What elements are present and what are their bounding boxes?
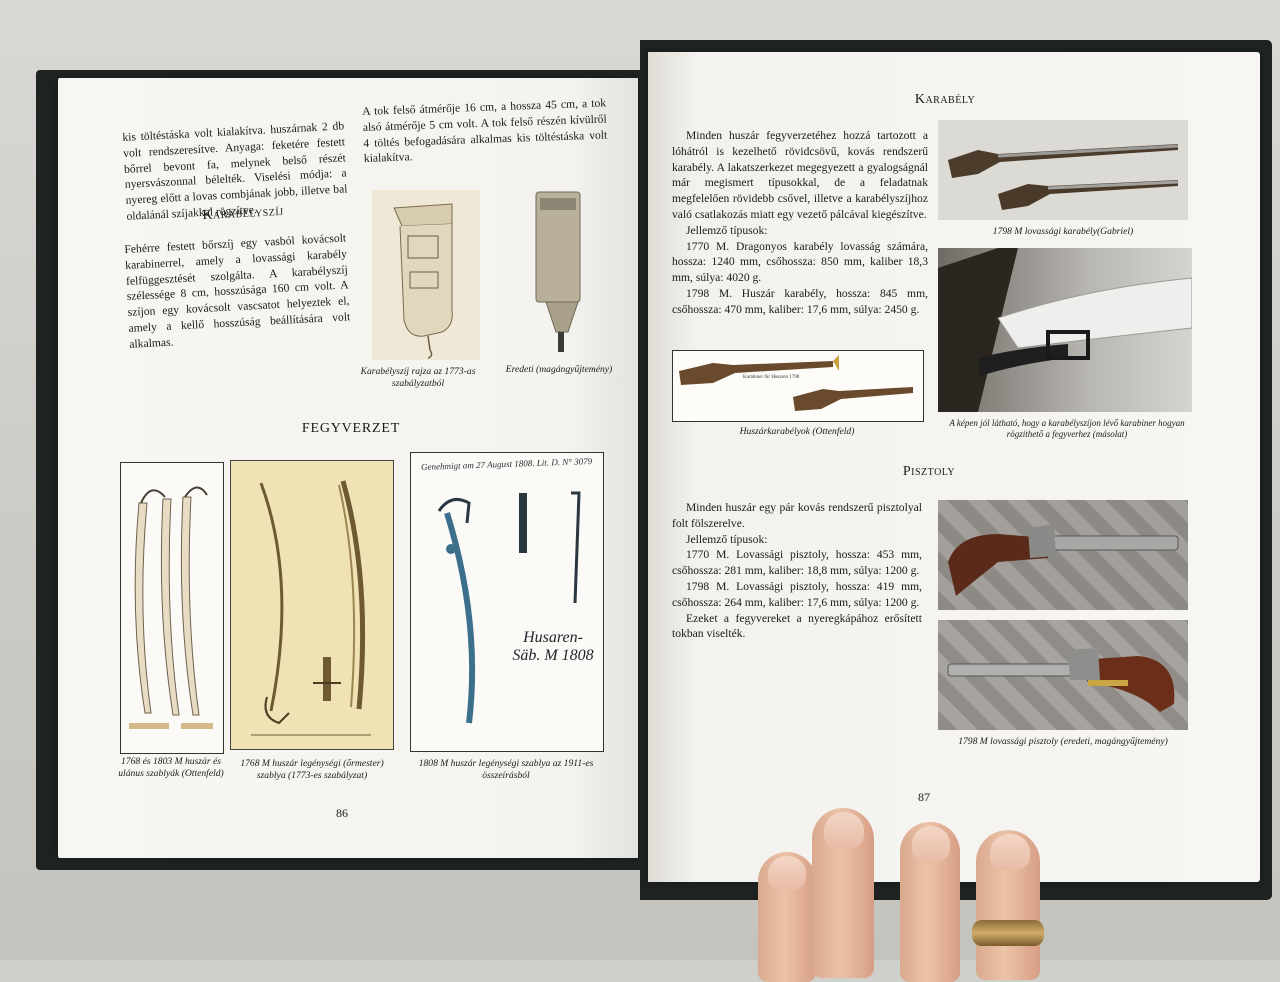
sabre-1808-svg: [411, 453, 603, 751]
karabiner-photo-svg: [938, 248, 1192, 412]
right-page: Karabély Minden huszár fegyverzetéhez ho…: [648, 52, 1260, 882]
caption-sabre-2: 1768 M huszár legénységi (őrmester) szab…: [240, 758, 384, 781]
pisztoly-paragraph-4: 1798 M. Lovassági pisztoly, hossza: 419 …: [672, 579, 922, 609]
pisztoly-text: Minden huszár egy pár kovás rendszerű pi…: [672, 500, 922, 642]
karabely-text: Minden huszár fegyverzetéhez hozzá tarto…: [672, 128, 928, 318]
caption-pisztoly: 1798 M lovassági pisztoly (eredeti, magá…: [958, 736, 1168, 747]
huszarkarabelyok-frame: Karabiner für Husaren 1798: [672, 350, 924, 422]
heading-karabely: Karabély: [914, 92, 976, 107]
belt-drawing-image: [372, 190, 480, 360]
carbine-drawing-label: Karabiner für Husaren 1798: [743, 375, 800, 380]
pisztoly-paragraph-3: 1770 M. Lovassági pisztoly, hossza: 453 …: [672, 548, 922, 578]
caption-belt-drawing: Karabélyszíj rajza az 1773-as szabályzat…: [360, 366, 476, 389]
left-page: kis töltéstáska volt kialakítva. huszárn…: [58, 78, 638, 858]
caption-belt-original: Eredeti (magángyűjtemény): [505, 364, 613, 375]
pisztoly-paragraph-1: Minden huszár egy pár kovás rendszerű pi…: [672, 501, 922, 530]
karabelyszij-text: Fehérre festett bőrszíj egy vasból kovác…: [124, 231, 351, 351]
karabely-paragraph-2: Jellemző típusok:: [686, 223, 768, 237]
page-number-left: 86: [336, 806, 348, 820]
sabre-image-2: [230, 460, 394, 750]
caption-karabely-photo: 1798 M lovassági karabély(Gabriel): [992, 226, 1134, 237]
karabely-paragraph-1: Minden huszár fegyverzetéhez hozzá tarto…: [672, 129, 928, 221]
pistol-photo-2: [938, 620, 1188, 730]
belt-drawing-svg: [393, 203, 453, 359]
tok-text: A tok felső átmérője 16 cm, a hossza 45 …: [362, 96, 608, 166]
pisztoly-paragraph-5: Ezeket a fegyvereket a nyeregkápához erő…: [672, 611, 922, 641]
pistol-2-svg: [947, 648, 1175, 712]
caption-sabre-3: 1808 M huszár legénységi szablya az 1911…: [418, 758, 594, 781]
karabiner-photo: [938, 248, 1192, 412]
caption-sabre-1: 1768 és 1803 M huszár és ulánus szablyák…: [118, 756, 224, 779]
karabely-paragraph-3: 1770 M. Dragonyos karabély lovasság szám…: [672, 239, 928, 285]
sabre-1808-handwriting-main: Husaren-Säb. M 1808: [512, 629, 594, 664]
caption-huszarkarabelyok: Huszárkarabélyok (Ottenfeld): [739, 426, 855, 437]
belt-original-image: [526, 186, 600, 358]
carbine-photo: [938, 120, 1188, 220]
sabre-1768-svg: [251, 480, 371, 736]
heading-fegyverzet: FEGYVERZET: [301, 421, 401, 436]
pistol-1-svg: [948, 524, 1179, 596]
heading-pisztoly: Pisztoly: [902, 464, 956, 479]
pisztoly-paragraph-2: Jellemző típusok:: [686, 532, 768, 546]
carbine-photo-svg: [948, 144, 1179, 210]
sabre-image-1-frame: [120, 462, 224, 754]
pistol-photo-1: [938, 500, 1188, 610]
huszarkarabelyok-svg: [673, 351, 923, 421]
sabres-ottenfeld-svg: [121, 463, 223, 753]
page-number-right: 87: [918, 790, 930, 804]
sabre-image-3-frame: Genehmigt am 27 August 1808. Lit. D. N° …: [410, 452, 604, 752]
belt-original-svg: [535, 191, 581, 352]
caption-karabiner: A képen jól látható, hogy a karabélyszíj…: [949, 418, 1185, 439]
karabely-paragraph-4: 1798 M. Huszár karabély, hossza: 845 mm,…: [672, 286, 928, 316]
